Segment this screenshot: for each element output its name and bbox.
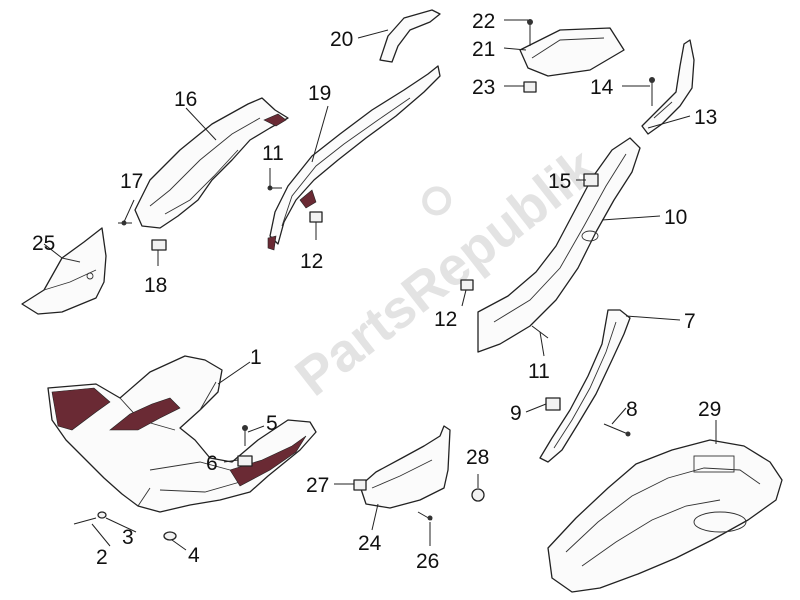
callout-14: 14 [590, 76, 614, 99]
callout-29: 29 [698, 398, 721, 421]
part-18-clip [151, 239, 167, 251]
leader-lines [43, 19, 717, 551]
watermark-gear-icon [422, 186, 452, 216]
part-4-grommet [163, 531, 177, 541]
callout-23: 23 [472, 76, 495, 99]
part-12a-clip [309, 211, 323, 223]
part-5-screw [242, 425, 248, 446]
part-14-screw [649, 77, 655, 106]
callout-20: 20 [330, 28, 353, 51]
callout-17: 17 [120, 170, 143, 193]
callout-11-lower: 11 [528, 360, 550, 383]
part-15-clip [583, 173, 599, 187]
part-27-clip [353, 479, 367, 491]
part-22-screw [527, 19, 533, 46]
part-16 [134, 97, 289, 229]
part-28-bolt [471, 488, 485, 502]
part-13 [641, 39, 695, 135]
callout-26: 26 [416, 550, 439, 573]
callout-27: 27 [306, 474, 329, 497]
part-7 [539, 309, 631, 463]
callout-10: 10 [664, 206, 687, 229]
callout-13: 13 [694, 106, 717, 129]
part-19 [267, 65, 441, 251]
callout-16: 16 [174, 88, 197, 111]
part-17-screw [118, 220, 132, 226]
part-6-nut [237, 455, 253, 467]
part-21-lid [519, 27, 625, 77]
part-20-handle [379, 9, 441, 63]
callout-7: 7 [684, 310, 696, 333]
part-1-lower-shield [47, 355, 317, 513]
callout-25: 25 [32, 232, 55, 255]
callout-21: 21 [472, 38, 495, 61]
part-8-screw [603, 423, 631, 437]
part-10-side-panel [477, 137, 641, 353]
part-9-nut [545, 397, 561, 411]
part-25 [21, 227, 107, 315]
part-23-nut [523, 81, 537, 93]
callout-12-lower: 12 [434, 308, 457, 331]
part-29-undertray [547, 439, 783, 593]
part-2-screw [73, 517, 97, 525]
callout-labels: 1 2 3 4 5 6 7 8 9 10 11 11 12 12 13 14 1… [32, 10, 721, 573]
callout-6: 6 [206, 452, 218, 475]
callout-5: 5 [266, 412, 278, 435]
callout-22: 22 [472, 10, 495, 33]
callout-24: 24 [358, 532, 382, 555]
callout-3: 3 [122, 526, 134, 549]
callout-28: 28 [466, 446, 489, 469]
callout-12-upper: 12 [300, 250, 323, 273]
part-24 [359, 425, 451, 509]
callout-1: 1 [250, 346, 262, 369]
callout-8: 8 [626, 398, 638, 421]
callout-4: 4 [188, 544, 200, 567]
callout-11-upper: 11 [262, 142, 284, 165]
callout-15: 15 [548, 170, 571, 193]
part-12b-clip [460, 279, 474, 291]
callout-19: 19 [308, 82, 331, 105]
callout-9: 9 [510, 402, 522, 425]
callout-2: 2 [96, 546, 108, 569]
part-26-screw [417, 511, 433, 521]
part-3-washer [97, 511, 107, 519]
callout-18: 18 [144, 274, 167, 297]
